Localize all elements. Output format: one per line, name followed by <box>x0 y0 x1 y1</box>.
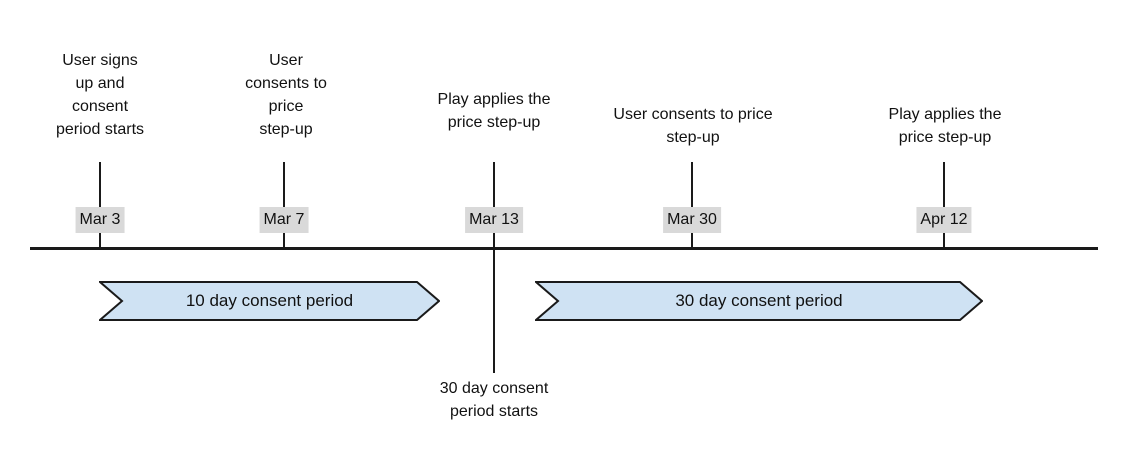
event-date-badge: Mar 30 <box>663 207 721 233</box>
event-date-badge: Mar 3 <box>75 207 125 233</box>
event-label: User signs up and consent period starts <box>55 52 145 138</box>
event-date-badge: Mar 13 <box>465 207 523 233</box>
event-tick-line <box>99 162 101 248</box>
banner-label: 30 day consent period <box>675 291 843 310</box>
event-tick-line <box>943 162 945 248</box>
event-label: Play applies the price step-up <box>437 91 551 131</box>
banner-arrow-shape <box>99 281 440 321</box>
event-label: User consents to price step-up <box>245 52 327 138</box>
annotation-30-day-period-starts: 30 day consent period starts <box>439 380 549 420</box>
event-label: Play applies the price step-up <box>888 106 1002 146</box>
event-tick-line <box>283 162 285 248</box>
event-label: User consents to price step-up <box>613 106 773 146</box>
event-tick-line <box>493 162 495 373</box>
timeline-axis <box>30 247 1098 250</box>
consent-period-30-day-banner: 30 day consent period <box>535 281 983 321</box>
event-tick-line <box>691 162 693 248</box>
consent-period-10-day-banner: 10 day consent period <box>99 281 440 321</box>
banner-label: 10 day consent period <box>185 291 354 310</box>
banner-arrow-shape <box>535 281 983 321</box>
event-date-badge: Apr 12 <box>916 207 972 233</box>
event-date-badge: Mar 7 <box>259 207 309 233</box>
